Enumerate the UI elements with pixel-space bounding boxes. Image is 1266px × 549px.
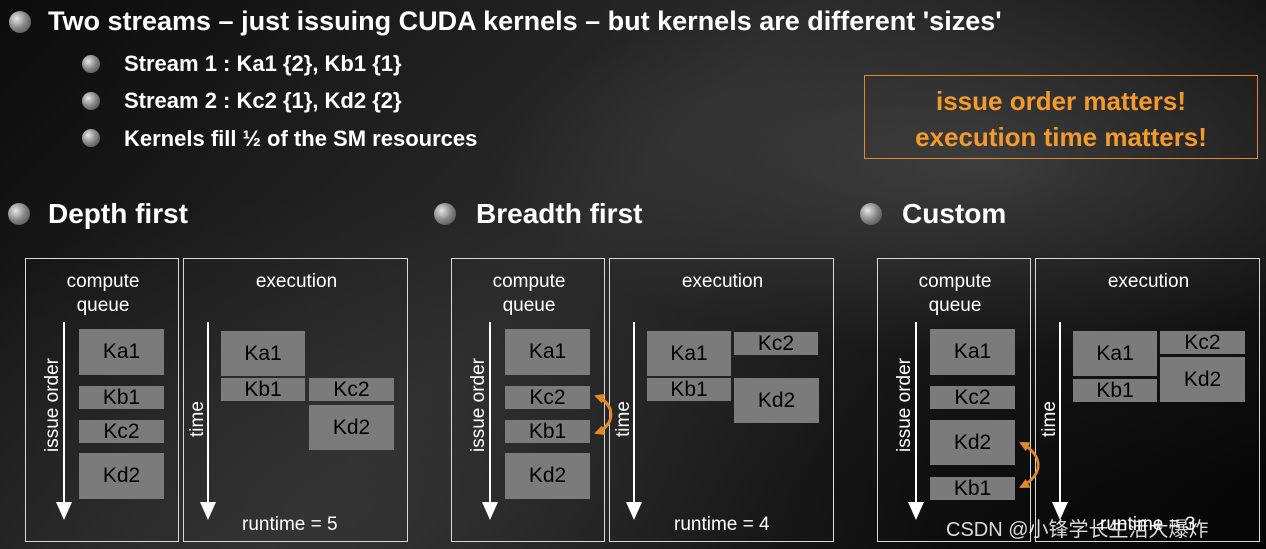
- callout-line-2: execution time matters!: [915, 122, 1207, 152]
- bullet-icon: [8, 203, 30, 225]
- kernel-block: Ka1: [930, 329, 1015, 375]
- queue-label: queue: [76, 295, 130, 316]
- exec-kernel-block: Kb1: [647, 378, 731, 401]
- callout-box: issue order matters! execution time matt…: [864, 75, 1258, 159]
- exec-kernel-block: Kd2: [1160, 357, 1245, 402]
- kernel-block: Kd2: [505, 453, 590, 499]
- execution-panel: execution: [609, 258, 834, 542]
- execution-panel: execution: [183, 258, 408, 542]
- swap-arrow-icon: [1019, 441, 1040, 489]
- arrow-head-icon: [1052, 502, 1068, 520]
- exec-kernel-block: Kd2: [309, 405, 394, 450]
- slide-title: Two streams – just issuing CUDA kernels …: [48, 6, 1002, 36]
- heading-breadth-first: Breadth first: [476, 198, 643, 229]
- swap-arrow-icon: [594, 394, 613, 436]
- bullet-stream-1: Stream 1 : Ka1 {2}, Kb1 {1}: [124, 51, 402, 76]
- arrow-head-icon: [200, 502, 216, 520]
- bullet-icon: [82, 92, 100, 110]
- kernel-block: Kb1: [930, 477, 1015, 500]
- execution-panel: execution: [1035, 258, 1260, 542]
- heading-custom: Custom: [902, 198, 1007, 229]
- heading-depth-first: Depth first: [48, 198, 188, 229]
- execution-label: execution: [681, 271, 764, 292]
- bullet-icon: [9, 11, 31, 33]
- watermark: CSDN @小锋学长生活大爆炸: [946, 519, 1209, 541]
- queue-label: queue: [502, 295, 556, 316]
- bullet-stream-2: Stream 2 : Kc2 {1}, Kd2 {2}: [124, 88, 402, 113]
- exec-kernel-block: Kb1: [1073, 379, 1157, 402]
- arrow-head-icon: [482, 502, 498, 520]
- compute-label: compute: [918, 271, 992, 292]
- bullet-icon: [82, 55, 100, 73]
- exec-kernel-block: Kb1: [221, 378, 305, 401]
- exec-kernel-block: Ka1: [647, 331, 731, 376]
- kernel-block: Kb1: [505, 420, 590, 443]
- bullet-icon: [82, 129, 100, 147]
- kernel-block: Kd2: [930, 420, 1015, 465]
- arrow-head-icon: [908, 502, 924, 520]
- exec-kernel-block: Kc2: [1160, 331, 1245, 354]
- execution-label: execution: [1107, 271, 1190, 292]
- exec-kernel-block: Ka1: [1073, 331, 1157, 376]
- kernel-block: Kc2: [79, 420, 164, 443]
- bullet-icon: [860, 203, 882, 225]
- bullet-kernels-fill: Kernels fill ½ of the SM resources: [124, 126, 478, 151]
- exec-kernel-block: Kc2: [309, 378, 394, 401]
- compute-queue-panel: compute queue: [451, 258, 605, 542]
- kernel-block: Kc2: [505, 386, 590, 409]
- compute-label: compute: [66, 271, 140, 292]
- arrow-head-icon: [626, 502, 642, 520]
- kernel-block: Ka1: [505, 329, 590, 375]
- kernel-block: Kb1: [79, 386, 164, 409]
- compute-queue-panel: compute queue: [25, 258, 179, 542]
- arrow-head-icon: [56, 502, 72, 520]
- kernel-block: Kc2: [930, 386, 1015, 409]
- exec-kernel-block: Kc2: [734, 332, 818, 355]
- execution-label: execution: [255, 271, 338, 292]
- kernel-block: Ka1: [79, 329, 164, 375]
- bullet-icon: [434, 203, 456, 225]
- compute-label: compute: [492, 271, 566, 292]
- exec-kernel-block: Ka1: [221, 331, 305, 376]
- runtime-label: runtime = 3: [1100, 514, 1196, 535]
- compute-queue-panel: compute queue: [877, 258, 1031, 542]
- queue-label: queue: [928, 295, 982, 316]
- exec-kernel-block: Kd2: [734, 378, 819, 423]
- kernel-block: Kd2: [79, 453, 164, 499]
- callout-line-1: issue order matters!: [936, 86, 1186, 116]
- runtime-label: runtime = 5: [242, 514, 338, 535]
- runtime-label: runtime = 4: [674, 514, 770, 535]
